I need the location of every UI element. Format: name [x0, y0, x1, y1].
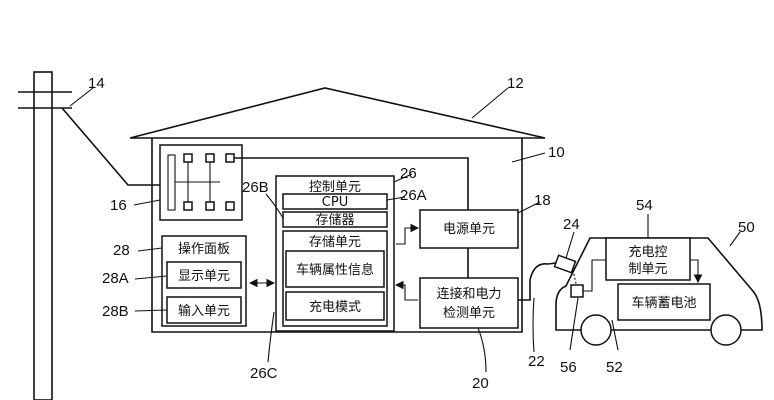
control-unit-label: 控制单元: [309, 180, 361, 195]
ref-50: 50: [738, 219, 755, 236]
ref-54: 54: [636, 197, 653, 214]
control-unit-26: 控制单元 CPU 存储器 存储单元 车辆属性信息 充电模式: [275, 175, 395, 332]
ref-26c: 26C: [250, 365, 278, 382]
charge-control-unit-54: 充电控 制单元: [605, 237, 691, 281]
charge-mode-label: 充电模式: [309, 299, 361, 315]
inlet-to-ctrl-line: [583, 259, 606, 292]
conn-detect-label-1: 连接和电力: [436, 286, 501, 302]
ref-28b: 28B: [102, 303, 129, 320]
vehicle-attr-label: 车辆属性信息: [296, 262, 374, 278]
op-panel-label: 操作面板: [178, 241, 230, 257]
display-unit-label: 显示单元: [178, 269, 230, 284]
detection-unit-20: 连接和电力 检测单元: [419, 277, 519, 329]
memory-label: 存储器: [315, 213, 354, 228]
distribution-board: [159, 144, 243, 221]
house-roof: [129, 87, 546, 139]
ref-52: 52: [606, 359, 623, 376]
ref-26b: 26B: [242, 179, 269, 196]
vehicle-battery-label: 车辆蓄电池: [631, 295, 696, 311]
power-unit-label: 电源单元: [443, 222, 495, 237]
cpu-label: CPU: [322, 195, 348, 210]
ref-24: 24: [563, 216, 580, 233]
ref-28a: 28A: [102, 270, 129, 287]
ref-16: 16: [110, 197, 127, 214]
ref-26: 26: [400, 165, 417, 182]
ref-26a: 26A: [400, 187, 427, 204]
ref-18: 18: [534, 192, 551, 209]
ref-10: 10: [548, 144, 565, 161]
storage-unit-label: 存储单元: [309, 235, 361, 250]
leader-lines: [69, 87, 741, 373]
charging-cable: [518, 262, 557, 301]
charge-ctrl-label-2: 制单元: [628, 262, 667, 277]
vehicle-battery-52: 车辆蓄电池: [617, 283, 711, 321]
detect-to-control-arrow: [394, 280, 418, 301]
reference-numerals: 14 12 10 16 26 26A 26B 26C 28 28A 28B 18…: [88, 75, 755, 392]
ctrl-to-battery-arrow: [690, 259, 703, 284]
power-line: [61, 107, 168, 186]
ref-28: 28: [113, 242, 130, 259]
utility-pole: [18, 71, 72, 400]
vehicle-inlet: [570, 284, 584, 298]
power-unit-18: 电源单元: [419, 209, 519, 249]
ref-14: 14: [88, 75, 105, 92]
ref-12: 12: [507, 75, 524, 92]
ref-22: 22: [528, 353, 545, 370]
ref-20: 20: [472, 375, 489, 392]
conn-detect-label-2: 检测单元: [443, 306, 495, 321]
input-unit-label: 输入单元: [178, 303, 230, 319]
charge-ctrl-label-1: 充电控: [628, 244, 667, 260]
operation-panel-28: 操作面板 显示单元 输入单元: [161, 235, 247, 327]
charging-connector: [553, 254, 577, 274]
house-walls: [151, 138, 523, 333]
ref-56: 56: [560, 359, 577, 376]
control-to-power-arrow: [396, 223, 420, 245]
